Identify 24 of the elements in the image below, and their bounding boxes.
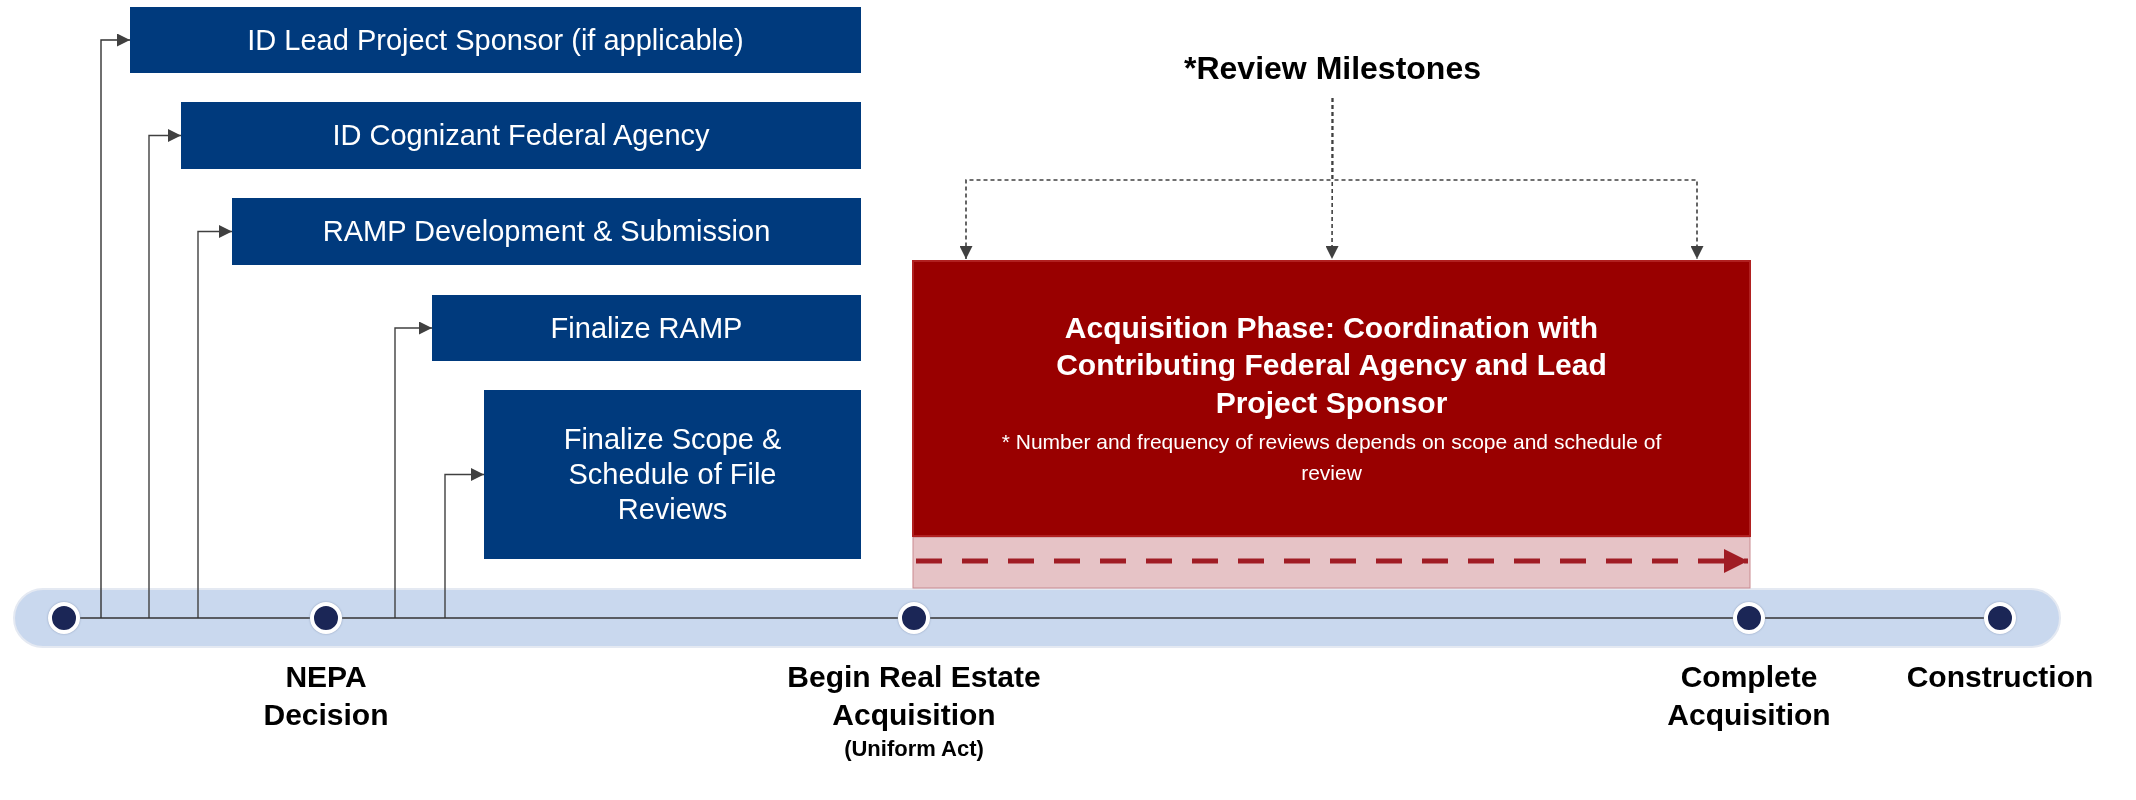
phase-title: Acquisition Phase: Coordination with Contributing Federal Agency and Lead Project Sponsor: [1055, 309, 1608, 421]
milestone-label: Complete Acquisition: [1666, 659, 1832, 734]
timeline-line: [79, 617, 311, 619]
step-label: Finalize RAMP: [550, 310, 743, 346]
elbow-arrow: [148, 129, 182, 619]
milestone-label: Begin Real Estate Acquisition: [786, 659, 1042, 734]
timeline-line: [100, 33, 131, 619]
dashed-arrow: [1331, 97, 1704, 260]
step-label: Finalize Scope & Schedule of File Reviews: [562, 422, 783, 527]
milestone-label: NEPA Decision: [262, 659, 390, 734]
elbow-arrow: [394, 321, 433, 619]
phase-box: [912, 260, 1751, 537]
step-label: ID Cognizant Federal Agency: [332, 118, 710, 153]
timeline-line: [929, 617, 1734, 619]
timeline-line: [341, 617, 899, 619]
milestone-note: (Uniform Act): [843, 736, 985, 763]
milestones-heading: *Review Milestones: [1100, 40, 1565, 96]
milestone-label: Construction: [1905, 659, 2095, 695]
elbow-arrow: [444, 468, 485, 619]
phase-note: * Number and frequency of reviews depends on scope and schedule of review: [1000, 429, 1663, 486]
elbow-arrow: [197, 225, 233, 619]
step-label: ID Lead Project Sponsor (if applicable): [247, 22, 744, 58]
step-label: RAMP Development & Submission: [322, 214, 771, 249]
timeline-line: [1764, 617, 1985, 619]
